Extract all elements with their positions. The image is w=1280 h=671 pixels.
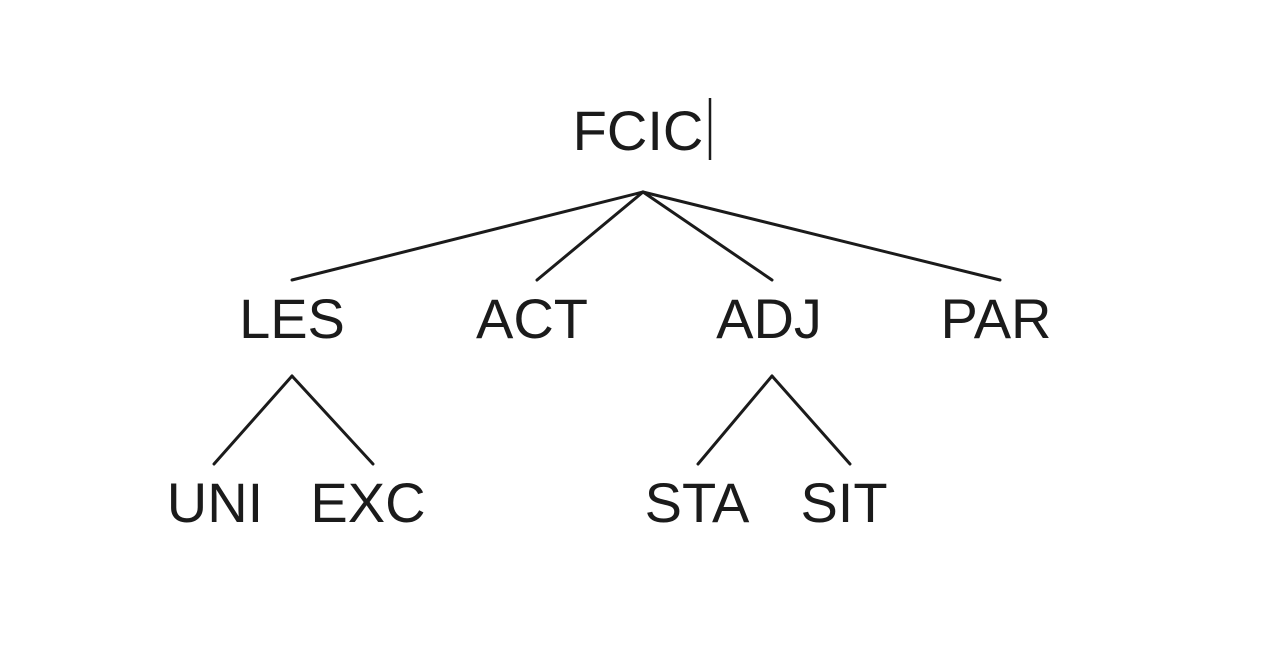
node-par: PAR (941, 287, 1052, 350)
adj-edges (696, 374, 852, 466)
node-sit: SIT (800, 471, 887, 534)
les-edges (212, 374, 375, 466)
edge-root-les (290, 190, 645, 282)
node-act: ACT (476, 287, 588, 350)
node-adj: ADJ (716, 287, 822, 350)
node-exc: EXC (310, 471, 425, 534)
node-les: LES (239, 287, 345, 350)
edge-les-uni (212, 374, 294, 466)
edge-root-par (641, 190, 1002, 282)
node-uni: UNI (167, 471, 263, 534)
edge-les-exc (290, 374, 375, 466)
root-edges (290, 190, 1002, 282)
edge-root-adj (641, 190, 774, 282)
edge-root-act (535, 190, 645, 282)
node-sta: STA (645, 471, 750, 534)
edge-adj-sit (770, 374, 852, 466)
node-root[interactable]: FCIC (573, 99, 704, 162)
edge-adj-sta (696, 374, 774, 466)
